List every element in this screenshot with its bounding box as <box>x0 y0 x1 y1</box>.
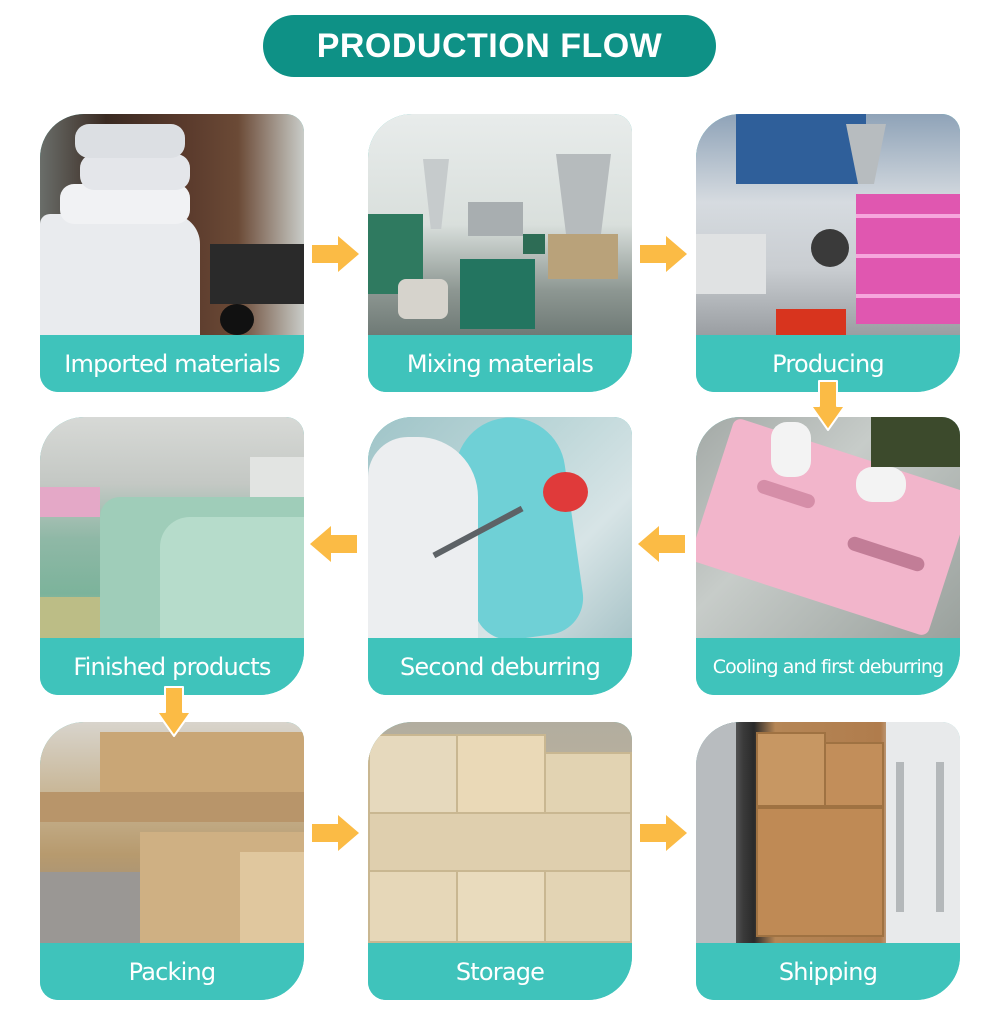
step-card-imported-materials: Imported materials <box>40 114 304 392</box>
arrow-left-icon <box>310 526 358 562</box>
step-card-shipping: Shipping <box>696 722 960 1000</box>
photo-second-deburring <box>368 417 632 638</box>
step-label: Cooling and first deburring <box>696 638 960 695</box>
step-label: Second deburring <box>368 638 632 695</box>
arrow-left-icon <box>638 526 686 562</box>
photo-finished-products <box>40 417 304 638</box>
step-label: Storage <box>368 943 632 1000</box>
page-title-banner: PRODUCTION FLOW <box>263 15 716 77</box>
arrow-down-icon <box>156 686 192 738</box>
step-label: Shipping <box>696 943 960 1000</box>
step-label: Imported materials <box>40 335 304 392</box>
photo-shipping <box>696 722 960 943</box>
photo-cooling-first-deburring <box>696 417 960 638</box>
step-card-producing: Producing <box>696 114 960 392</box>
step-label: Mixing materials <box>368 335 632 392</box>
arrow-right-icon <box>640 236 688 272</box>
arrow-down-icon <box>810 380 846 432</box>
step-card-finished-products: Finished products <box>40 417 304 695</box>
photo-storage <box>368 722 632 943</box>
step-card-mixing-materials: Mixing materials <box>368 114 632 392</box>
arrow-right-icon <box>312 815 360 851</box>
step-card-storage: Storage <box>368 722 632 1000</box>
arrow-right-icon <box>312 236 360 272</box>
photo-producing <box>696 114 960 335</box>
step-card-second-deburring: Second deburring <box>368 417 632 695</box>
photo-packing <box>40 722 304 943</box>
step-label: Packing <box>40 943 304 1000</box>
arrow-right-icon <box>640 815 688 851</box>
step-label: Finished products <box>40 638 304 695</box>
photo-mixing-materials <box>368 114 632 335</box>
photo-imported-materials <box>40 114 304 335</box>
step-card-packing: Packing <box>40 722 304 1000</box>
page-title: PRODUCTION FLOW <box>316 26 663 65</box>
step-card-cooling-first-deburring: Cooling and first deburring <box>696 417 960 695</box>
